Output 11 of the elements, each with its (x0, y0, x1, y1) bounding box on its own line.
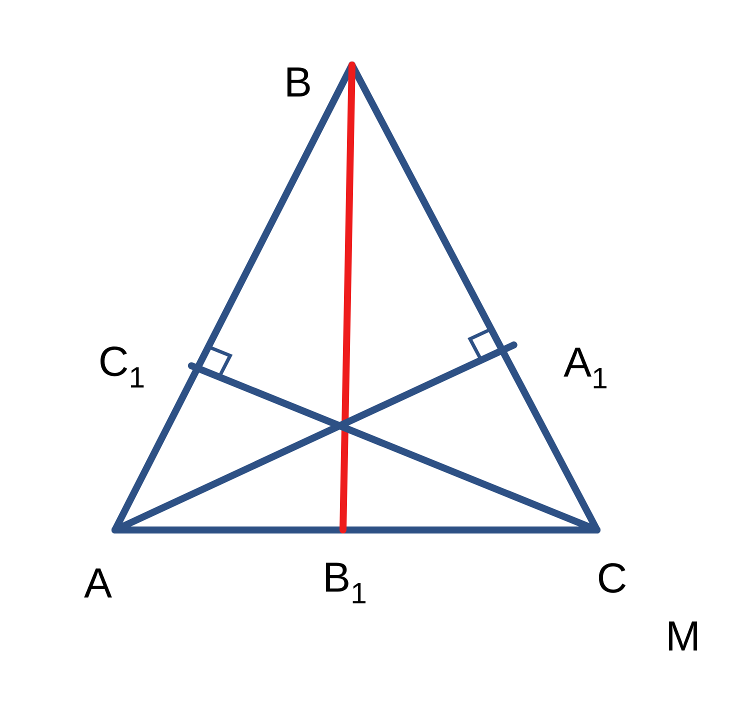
point-label: C$_{1}$ (100, 346, 144, 388)
point-label: A (84, 568, 112, 598)
line-segment (112, 526, 600, 534)
point-label: C (598, 563, 626, 593)
point-label: B$_{1}$ (326, 562, 366, 604)
line-segment (112, 341, 518, 534)
line-segment (340, 62, 356, 534)
point-label: M (668, 622, 698, 650)
line-segment (188, 362, 600, 534)
point-label: B (287, 68, 310, 96)
point-label: A$_{1}$ (564, 348, 606, 388)
